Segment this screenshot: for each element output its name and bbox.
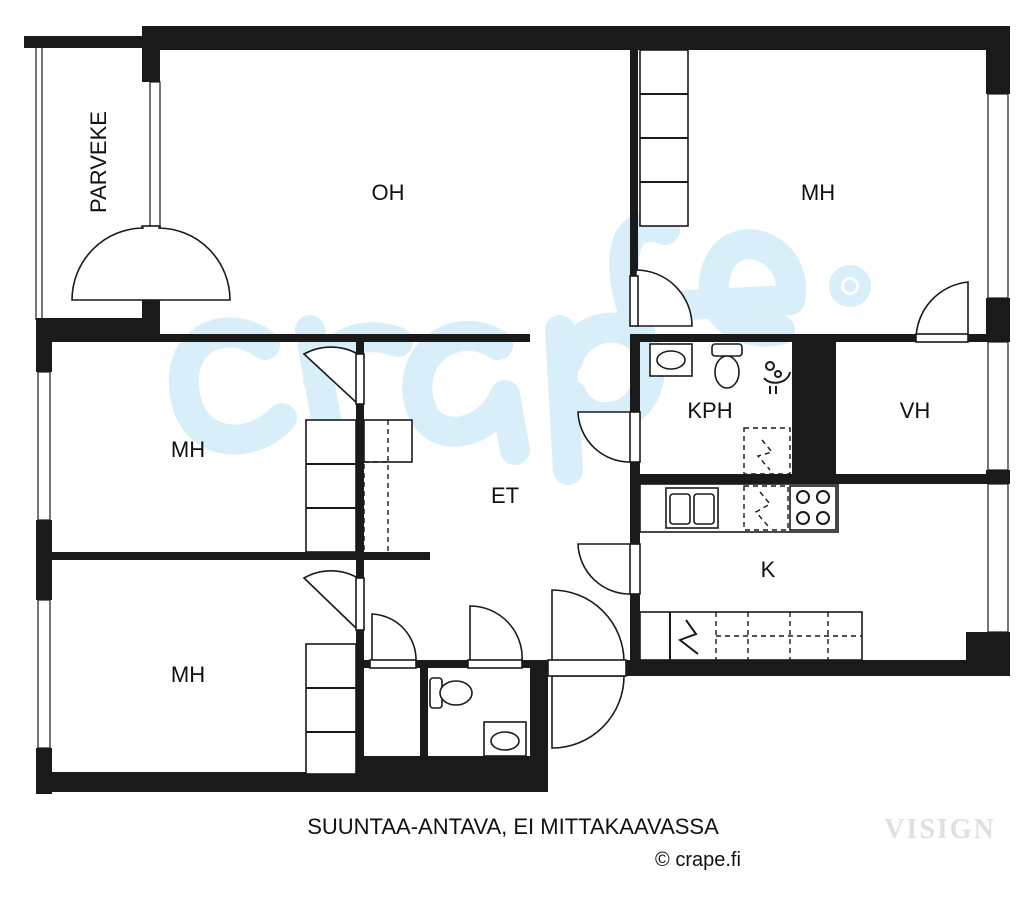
fixtures xyxy=(305,49,863,775)
walls xyxy=(24,26,1010,794)
room-label-mh-middle-left: MH xyxy=(171,437,205,462)
disclaimer-note: SUUNTAA-ANTAVA, EI MITTAKAAVASSA xyxy=(307,814,719,839)
door-mh-top-right xyxy=(635,269,693,327)
wardrobe-middle xyxy=(305,419,357,553)
room-label-mh-top-right: MH xyxy=(801,180,835,205)
kitchen-counter-top xyxy=(639,483,839,533)
wc-sink xyxy=(483,721,527,757)
balcony-door xyxy=(71,225,231,301)
door-wc xyxy=(469,605,523,663)
copyright-text: © crape.fi xyxy=(655,849,741,871)
door-closet xyxy=(371,613,417,663)
door-mh-bottom xyxy=(302,569,359,632)
visign-watermark: VISIGN xyxy=(884,814,996,845)
wardrobe-bottom xyxy=(305,643,357,775)
door-k xyxy=(577,543,633,595)
bathroom-toilet xyxy=(711,343,743,389)
entrance-door xyxy=(551,589,625,663)
room-label-k: K xyxy=(761,557,776,582)
kph-appliance xyxy=(743,427,791,475)
room-label-mh-bottom-left: MH xyxy=(171,662,205,687)
windows xyxy=(37,81,1009,749)
door-vh xyxy=(915,281,969,341)
stove-icon xyxy=(789,485,837,531)
dishwasher xyxy=(743,485,789,531)
door-mh-middle xyxy=(302,346,359,406)
room-label-kph: KPH xyxy=(687,398,732,423)
bathroom-sink xyxy=(649,343,693,377)
door-kph xyxy=(577,411,633,463)
wardrobe-hall xyxy=(363,419,413,555)
doors xyxy=(71,225,969,749)
kitchen-counter-bottom xyxy=(639,611,863,661)
shower-icon xyxy=(763,361,791,394)
room-labels: PARVEKE OH MH MH MH KPH VH ET K xyxy=(86,111,930,687)
wardrobe-top-right xyxy=(639,49,689,227)
room-label-et: ET xyxy=(491,483,519,508)
room-label-oh: OH xyxy=(372,180,405,205)
balcony xyxy=(35,48,160,334)
room-label-parveke: PARVEKE xyxy=(86,111,111,213)
wc-toilet xyxy=(429,677,473,709)
crape-watermark xyxy=(168,211,871,485)
room-label-vh: VH xyxy=(900,398,931,423)
kitchen-sink xyxy=(665,487,719,529)
